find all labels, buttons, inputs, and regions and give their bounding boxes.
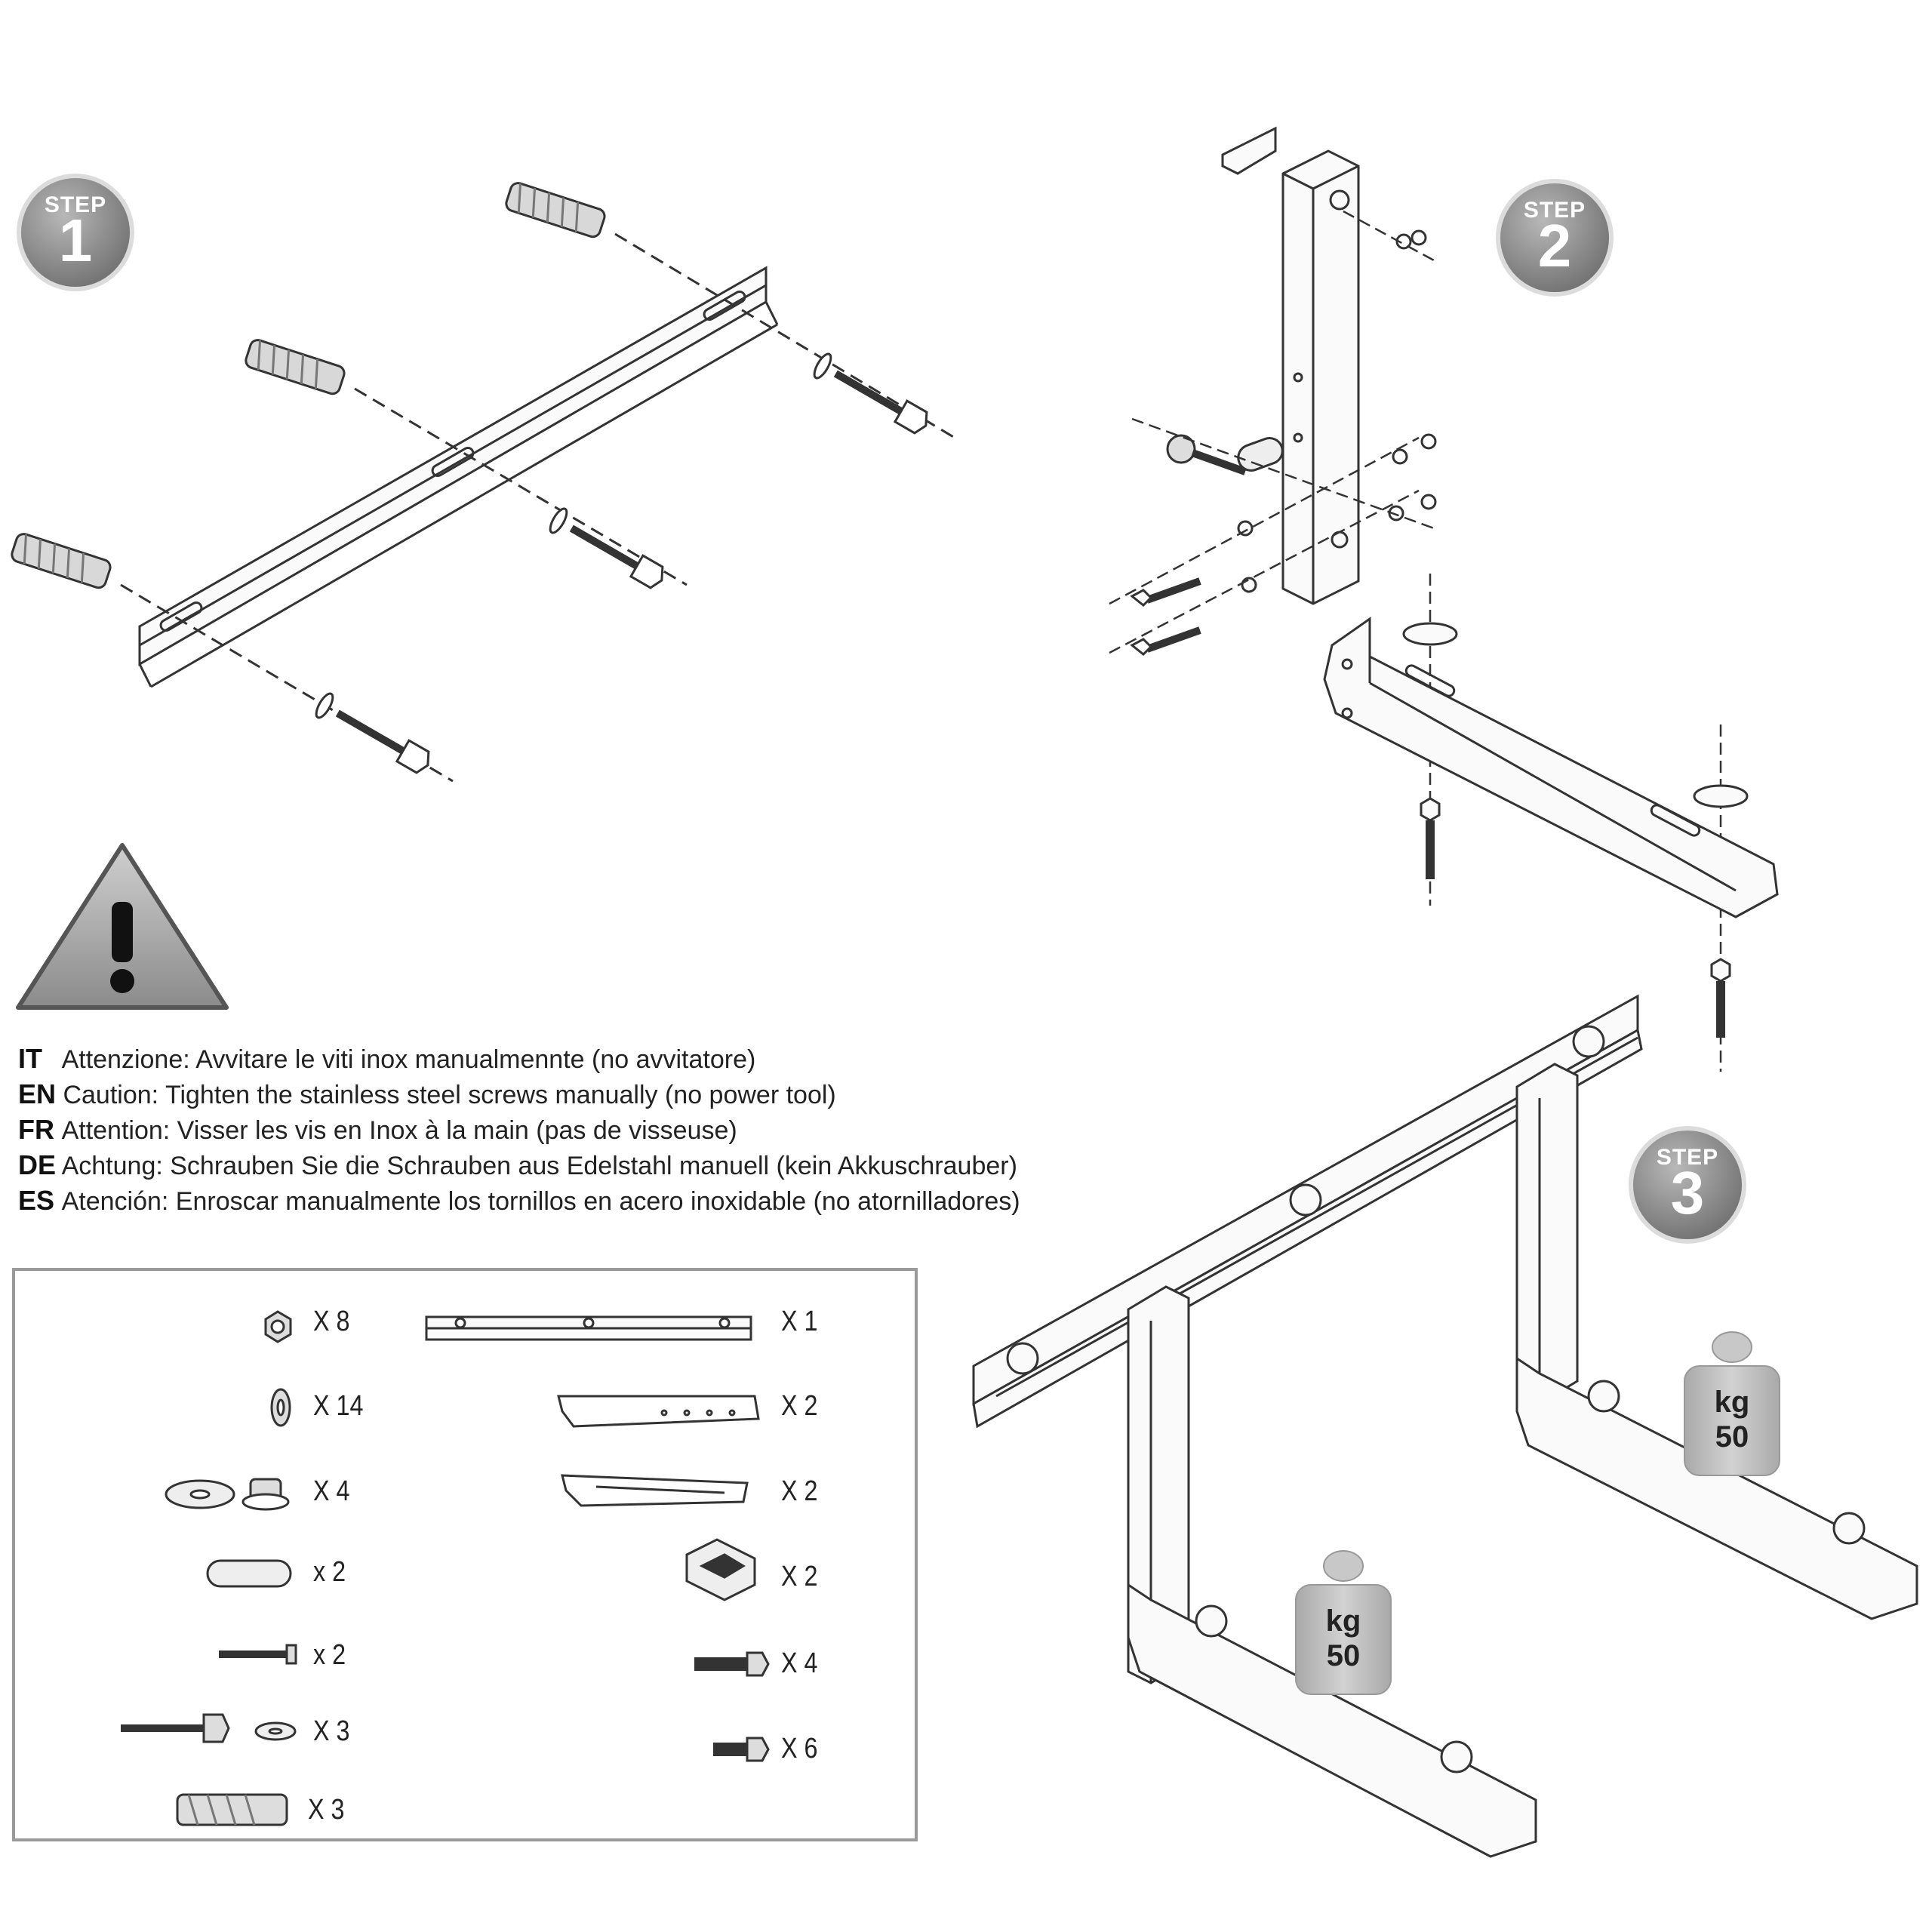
threaded-rod-icon xyxy=(219,1644,297,1665)
warning-line-en: EN Caution: Tighten the stainless steel … xyxy=(18,1077,1020,1112)
weight-block-right-shape xyxy=(1684,1331,1780,1476)
clip-icon xyxy=(685,1538,756,1601)
step-1-badge-shape xyxy=(17,174,134,291)
qty-threaded-rod: x 2 xyxy=(313,1639,346,1671)
qty-horizontal-bracket: X 2 xyxy=(781,1475,818,1507)
parts-list-box xyxy=(12,1268,918,1841)
parts-icons xyxy=(121,1310,770,1826)
qty-short-bolt: X 6 xyxy=(781,1733,818,1764)
weight-label-left: kg 50 xyxy=(1296,1604,1391,1673)
step-1-badge: STEP 1 xyxy=(19,176,132,289)
step-3-number: 3 xyxy=(1670,1159,1705,1226)
warning-text: Attenzione: Avvitare le viti inox manual… xyxy=(61,1045,756,1074)
warning-line-fr: FR Attention: Visser les vis en Inox à l… xyxy=(18,1112,1020,1148)
spacer-tube-icon xyxy=(206,1559,292,1588)
step1-dashed-axes xyxy=(120,232,955,783)
lang-code: FR xyxy=(18,1114,54,1145)
lang-code: ES xyxy=(18,1185,55,1216)
short-bolt-icon xyxy=(713,1737,770,1762)
qty-hex-nut: X 8 xyxy=(313,1306,350,1337)
vertical-arm-icon xyxy=(557,1395,760,1428)
qty-vertical-arm: X 2 xyxy=(781,1390,818,1422)
warning-text: Atención: Enroscar manualmente los torni… xyxy=(61,1187,1020,1216)
step-2-badge-shape xyxy=(1496,179,1614,297)
lang-code: DE xyxy=(18,1149,57,1180)
step2-hardware xyxy=(1130,229,1437,657)
warning-text-block: IT Attenzione: Avvitare le viti inox man… xyxy=(18,1041,1020,1219)
step-3-label: STEP xyxy=(1656,1145,1719,1170)
step1-screws xyxy=(315,352,928,774)
step1-wall-rail xyxy=(138,266,779,688)
warning-text: Caution: Tighten the stainless steel scr… xyxy=(63,1081,836,1109)
step-2-number: 2 xyxy=(1537,212,1572,279)
qty-long-bolt: X 4 xyxy=(781,1647,818,1679)
weight-unit: kg xyxy=(1325,1604,1361,1638)
qty-lag-screw: X 3 xyxy=(313,1715,350,1747)
weight-value: 50 xyxy=(1326,1639,1361,1672)
wall-rail-icon xyxy=(425,1315,752,1341)
step-1-number: 1 xyxy=(58,207,93,274)
qty-clip: X 2 xyxy=(781,1561,818,1592)
step-3-badge: STEP 3 xyxy=(1631,1128,1744,1241)
rubber-pad-icon xyxy=(165,1478,290,1511)
step1-wall-plugs xyxy=(11,182,606,589)
step-2-label: STEP xyxy=(1523,198,1586,223)
weight-unit: kg xyxy=(1714,1386,1750,1419)
weight-block-left-shape xyxy=(1295,1550,1392,1695)
step-2-badge: STEP 2 xyxy=(1498,181,1611,294)
horizontal-bracket-icon xyxy=(561,1474,749,1507)
lag-screw-washer-icon xyxy=(121,1713,297,1743)
step3-assembly xyxy=(972,994,1918,1858)
weight-label-right: kg 50 xyxy=(1684,1385,1780,1454)
step-1-label: STEP xyxy=(44,192,107,217)
long-bolt-icon xyxy=(694,1651,770,1677)
qty-wall-rail: X 1 xyxy=(781,1306,818,1337)
warning-text: Attention: Visser les vis en Inox à la m… xyxy=(61,1116,737,1145)
qty-wall-plug: X 3 xyxy=(308,1794,345,1826)
warning-line-it: IT Attenzione: Avvitare le viti inox man… xyxy=(18,1041,1020,1077)
step-3-badge-shape xyxy=(1629,1126,1746,1244)
qty-spacer-tube: x 2 xyxy=(313,1556,346,1588)
washer-icon xyxy=(270,1388,291,1427)
step2-horizontal-bracket xyxy=(1323,617,1779,1038)
wall-plug-icon xyxy=(176,1793,288,1826)
lang-code: IT xyxy=(18,1043,42,1074)
hex-nut-icon xyxy=(264,1310,292,1343)
step2-vertical-arm xyxy=(1221,126,1360,605)
lang-code: EN xyxy=(18,1078,57,1109)
warning-line-de: DE Achtung: Schrauben Sie die Schrauben … xyxy=(18,1148,1020,1183)
warning-triangle-icon xyxy=(16,843,229,1010)
weight-value: 50 xyxy=(1715,1420,1749,1454)
qty-washer: X 14 xyxy=(313,1390,364,1422)
warning-line-es: ES Atención: Enroscar manualmente los to… xyxy=(18,1183,1020,1219)
qty-rubber-pad: X 4 xyxy=(313,1475,350,1507)
warning-text: Achtung: Schrauben Sie die Schrauben aus… xyxy=(61,1152,1017,1180)
